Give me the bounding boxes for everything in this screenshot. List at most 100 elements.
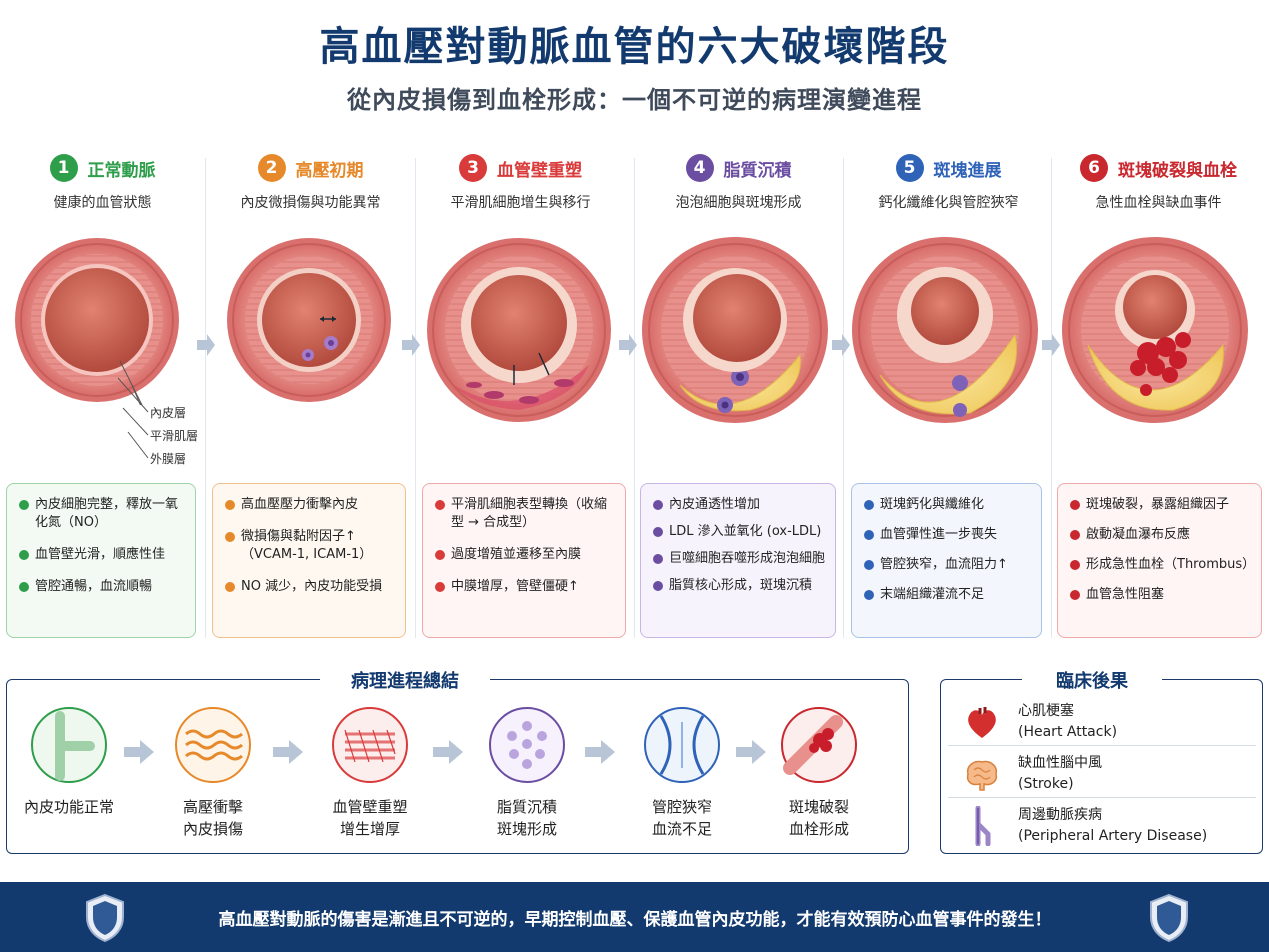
stage-3-details: 平滑肌細胞表型轉換（收縮型 → 合成型） 過度增殖並遷移至內膜 中膜增厚，管壁僵… (422, 483, 626, 638)
divider (634, 158, 635, 638)
stage-1: 1 正常動脈 健康的血管狀態 (0, 150, 205, 212)
arrow-right-icon (433, 740, 463, 764)
step-caption: 內皮功能正常 (23, 798, 114, 816)
footer-message: 高血壓對動脈的傷害是漸進且不可逆的，早期控制血壓、保護血管內皮功能，才能有效預防… (218, 909, 1052, 930)
divider (415, 158, 416, 638)
step-caption: 內皮損傷 (182, 820, 243, 838)
stage-subtitle: 健康的血管狀態 (53, 195, 152, 211)
step-caption: 血栓形成 (788, 820, 849, 838)
arrow-right-icon (197, 334, 215, 356)
footer-banner (0, 882, 1269, 952)
stage-number: 6 (1080, 154, 1108, 182)
stage-title: 脂質沉積 (723, 160, 792, 181)
bullet-icon (225, 532, 235, 542)
separator (948, 745, 1256, 746)
wall-remodeling-icon (332, 707, 408, 783)
clinical-name-en: (Heart Attack) (1018, 724, 1118, 740)
artery-normal-illustration (15, 238, 179, 405)
detail-item: LDL 滲入並氧化 (ox-LDL) (653, 523, 827, 541)
label-smooth-muscle: 平滑肌層 (150, 429, 199, 443)
summary-step-6: 斑塊破裂血栓形成 (754, 706, 884, 840)
layer-labels: 內皮層 平滑肌層 外膜層 (150, 404, 198, 473)
arrow-right-icon (402, 334, 420, 356)
heart-icon (968, 707, 996, 738)
stage-number: 5 (895, 154, 924, 182)
detail-item: 中膜增厚，管壁僵硬↑ (435, 578, 617, 596)
detail-item: 斑塊鈣化與纖維化 (864, 496, 1033, 514)
stage-title: 斑塊進展 (933, 160, 1002, 181)
stage-4: 4 脂質沉積 泡泡細胞與斑塊形成 (636, 150, 841, 212)
step-caption: 血管壁重塑 (332, 798, 408, 816)
summary-step-2: 高壓衝擊內皮損傷 (148, 706, 278, 840)
detail-item: 脂質核心形成，斑塊沉積 (653, 577, 827, 595)
stage-number: 2 (257, 154, 286, 182)
stage-subtitle: 泡泡細胞與斑塊形成 (675, 195, 802, 211)
page-title: 高血壓對動脈血管的六大破壞階段 (319, 24, 950, 70)
divider (205, 158, 206, 638)
step-caption: 斑塊破裂 (788, 798, 849, 816)
artery-wall-remodeling-illustration (427, 238, 611, 422)
summary-step-4: 脂質沉積斑塊形成 (462, 706, 592, 840)
thrombus-icon (781, 707, 857, 783)
stage-subtitle: 急性血栓與缺血事件 (1095, 195, 1222, 211)
arrow-right-icon (619, 334, 637, 356)
summary-step-3: 血管壁重塑增生增厚 (305, 706, 435, 840)
clinical-item-stroke: 缺血性腦中風(Stroke) (962, 749, 1254, 799)
detail-item: 平滑肌細胞表型轉換（收縮型 → 合成型） (435, 496, 617, 532)
summary-step-1: 內皮功能正常 (4, 706, 134, 818)
detail-item: 內皮細胞完整，釋放一氧化氮（NO） (19, 496, 187, 532)
stage-number: 4 (685, 154, 714, 182)
detail-item: NO 減少，內皮功能受損 (225, 578, 397, 596)
step-caption: 增生增厚 (339, 820, 400, 838)
check-icon (19, 500, 29, 510)
narrowed-lumen-icon (644, 707, 720, 783)
bullet-icon (1070, 590, 1080, 600)
step-caption: 斑塊形成 (496, 820, 557, 838)
arrow-right-icon (1042, 334, 1060, 356)
healthy-vessel-icon (31, 707, 107, 783)
stage-subtitle: 平滑肌細胞增生與移行 (450, 195, 591, 211)
separator (948, 797, 1256, 798)
clinical-name-en: (Stroke) (1018, 776, 1074, 792)
check-icon (19, 582, 29, 592)
shield-icon (1150, 893, 1188, 943)
arrow-right-icon (124, 740, 154, 764)
detail-item: 高血壓壓力衝擊內皮 (225, 496, 397, 514)
lipid-particles-icon (489, 707, 565, 783)
bullet-icon (864, 590, 874, 600)
stage-title: 血管壁重塑 (497, 160, 582, 181)
bullet-icon (1070, 560, 1080, 570)
detail-item: 末端組織灌流不足 (864, 586, 1033, 604)
detail-item: 啟動凝血瀑布反應 (1070, 526, 1253, 544)
stage-subtitle: 內皮微損傷與功能異常 (240, 195, 381, 211)
summary-step-5: 管腔狹窄血流不足 (617, 706, 747, 840)
clinical-name-en: (Peripheral Artery Disease) (1018, 828, 1208, 844)
artery-early-hypertension-illustration (227, 238, 391, 402)
stage-5: 5 斑塊進展 鈣化纖維化與管腔狹窄 (846, 150, 1051, 212)
detail-item: 過度增殖並遷移至內膜 (435, 546, 617, 564)
summary-title: 病理進程總結 (320, 667, 490, 693)
bullet-icon (435, 582, 445, 592)
bullet-icon (225, 500, 235, 510)
label-endothelium: 內皮層 (150, 406, 187, 420)
bullet-icon (435, 500, 445, 510)
step-caption: 管腔狹窄 (651, 798, 712, 816)
detail-item: 微損傷與黏附因子↑（VCAM-1, ICAM-1） (225, 528, 397, 564)
stage-subtitle: 鈣化纖維化與管腔狹窄 (878, 195, 1019, 211)
detail-item: 管腔狹窄，血流阻力↑ (864, 556, 1033, 574)
bullet-icon (435, 550, 445, 560)
arrow-right-icon (832, 334, 850, 356)
bullet-icon (653, 581, 663, 591)
divider (843, 158, 844, 638)
stage-title: 正常動脈 (87, 160, 156, 181)
clinical-name: 心肌梗塞 (1018, 703, 1074, 719)
artery-plaque-rupture-illustration (1062, 237, 1248, 423)
bullet-icon (864, 530, 874, 540)
stage-4-details: 內皮通透性增加 LDL 滲入並氧化 (ox-LDL) 巨噬細胞吞噬形成泡泡細胞 … (640, 483, 836, 638)
brain-icon (966, 760, 998, 791)
artery-plaque-progression-illustration (852, 237, 1038, 423)
stage-number: 1 (49, 154, 78, 182)
bullet-icon (653, 500, 663, 510)
